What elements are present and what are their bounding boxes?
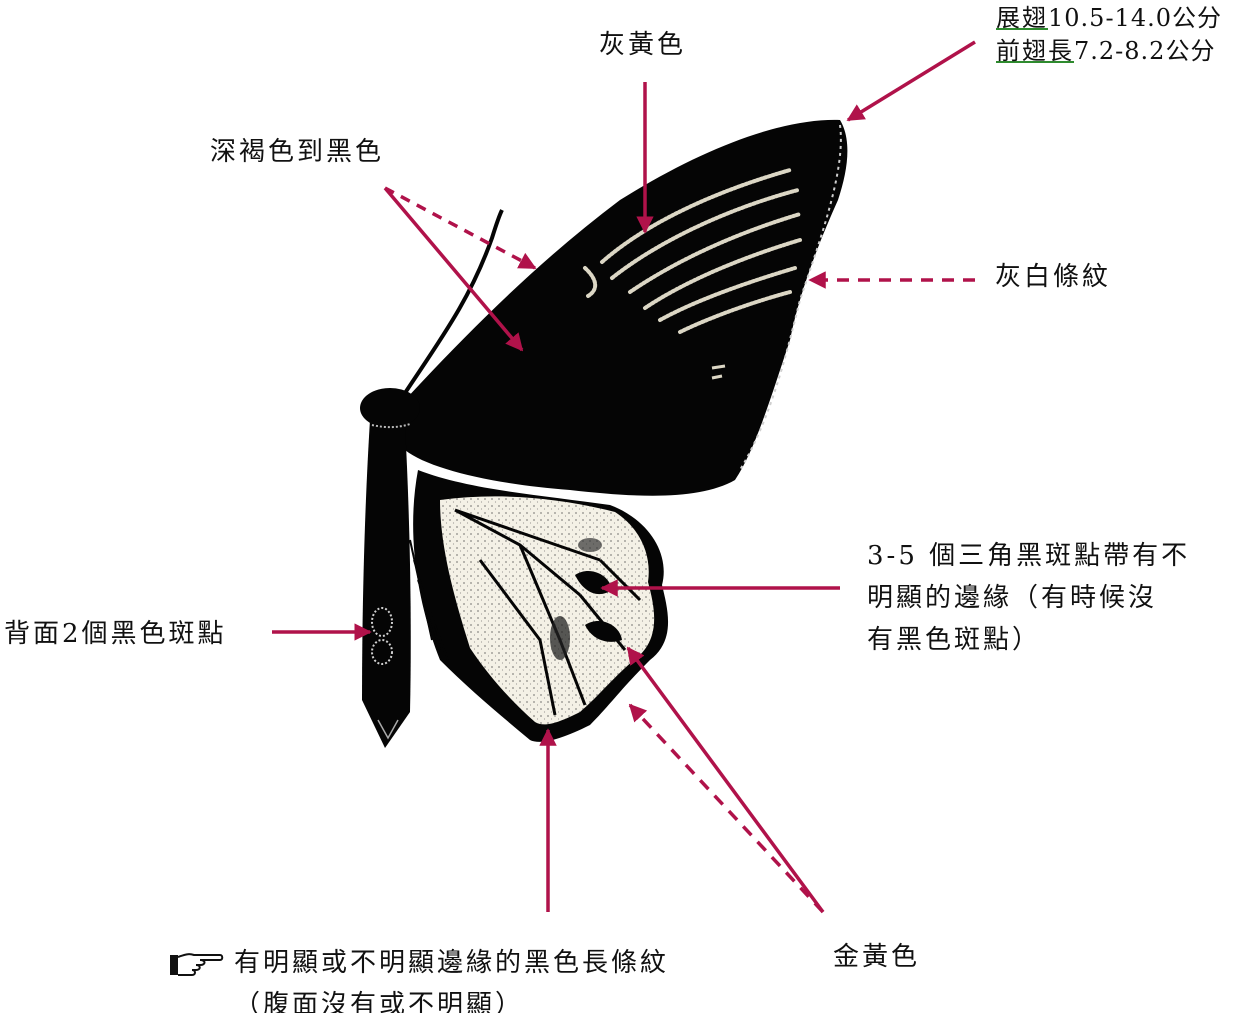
back-spots-label: 背面2個黑色斑點 xyxy=(4,619,227,649)
arrow-dark-brown-dashed xyxy=(384,186,537,270)
black-stripes-label: 有明顯或不明顯邊緣的黑色長條紋 （腹面沒有或不明顯） xyxy=(168,942,669,1013)
triangle-spots-line: 3-5 個三角黑斑點帶有不 xyxy=(867,541,1191,571)
hindwing-spot xyxy=(550,616,570,660)
butterfly-body xyxy=(360,388,420,748)
grey-white-stripes-label: 灰白條紋 xyxy=(995,262,1112,292)
triangle-spots-line: 明顯的邊緣（有時候沒 xyxy=(867,583,1158,613)
abdomen-spot xyxy=(371,607,393,637)
abdomen-spot xyxy=(371,639,393,665)
forewing xyxy=(405,119,848,496)
forewing-value: 7.2-8.2公分 xyxy=(1074,37,1216,65)
forewing-stripes xyxy=(583,168,802,334)
triangle-spots-label: 3-5 個三角黑斑點帶有不 明顯的邊緣（有時候沒 有黑色斑點） xyxy=(867,535,1190,661)
golden-yellow-label: 金黃色 xyxy=(833,942,921,972)
hindwing-hair xyxy=(409,539,449,661)
hindwing xyxy=(413,470,669,742)
wingspan-label: 展翅10.5-14.0公分 前翅長7.2-8.2公分 xyxy=(996,2,1222,68)
hindwing-spot xyxy=(578,538,602,552)
arrow-dark-brown-solid xyxy=(383,186,524,352)
arrow-golden-dashed xyxy=(628,703,825,914)
forewing-prefix: 前翅長 xyxy=(996,37,1074,65)
pointing-hand-icon xyxy=(170,953,224,976)
triangle-spots-line: 有黑色斑點） xyxy=(867,625,1042,655)
black-stripes-line: 有明顯或不明顯邊緣的黑色長條紋 xyxy=(234,948,670,978)
hindwing-spot xyxy=(585,620,622,642)
grey-yellow-label: 灰黃色 xyxy=(599,30,687,60)
wingspan-prefix: 展翅 xyxy=(996,4,1048,32)
wingspan-value: 10.5-14.0公分 xyxy=(1048,4,1222,32)
dark-brown-black-label: 深褐色到黑色 xyxy=(210,137,385,167)
arrow-wingspan xyxy=(846,40,976,122)
arrow-golden-solid xyxy=(626,646,825,914)
antenna xyxy=(403,209,504,395)
black-stripes-line: （腹面沒有或不明顯） xyxy=(234,990,525,1013)
annotation-arrows xyxy=(272,40,976,914)
